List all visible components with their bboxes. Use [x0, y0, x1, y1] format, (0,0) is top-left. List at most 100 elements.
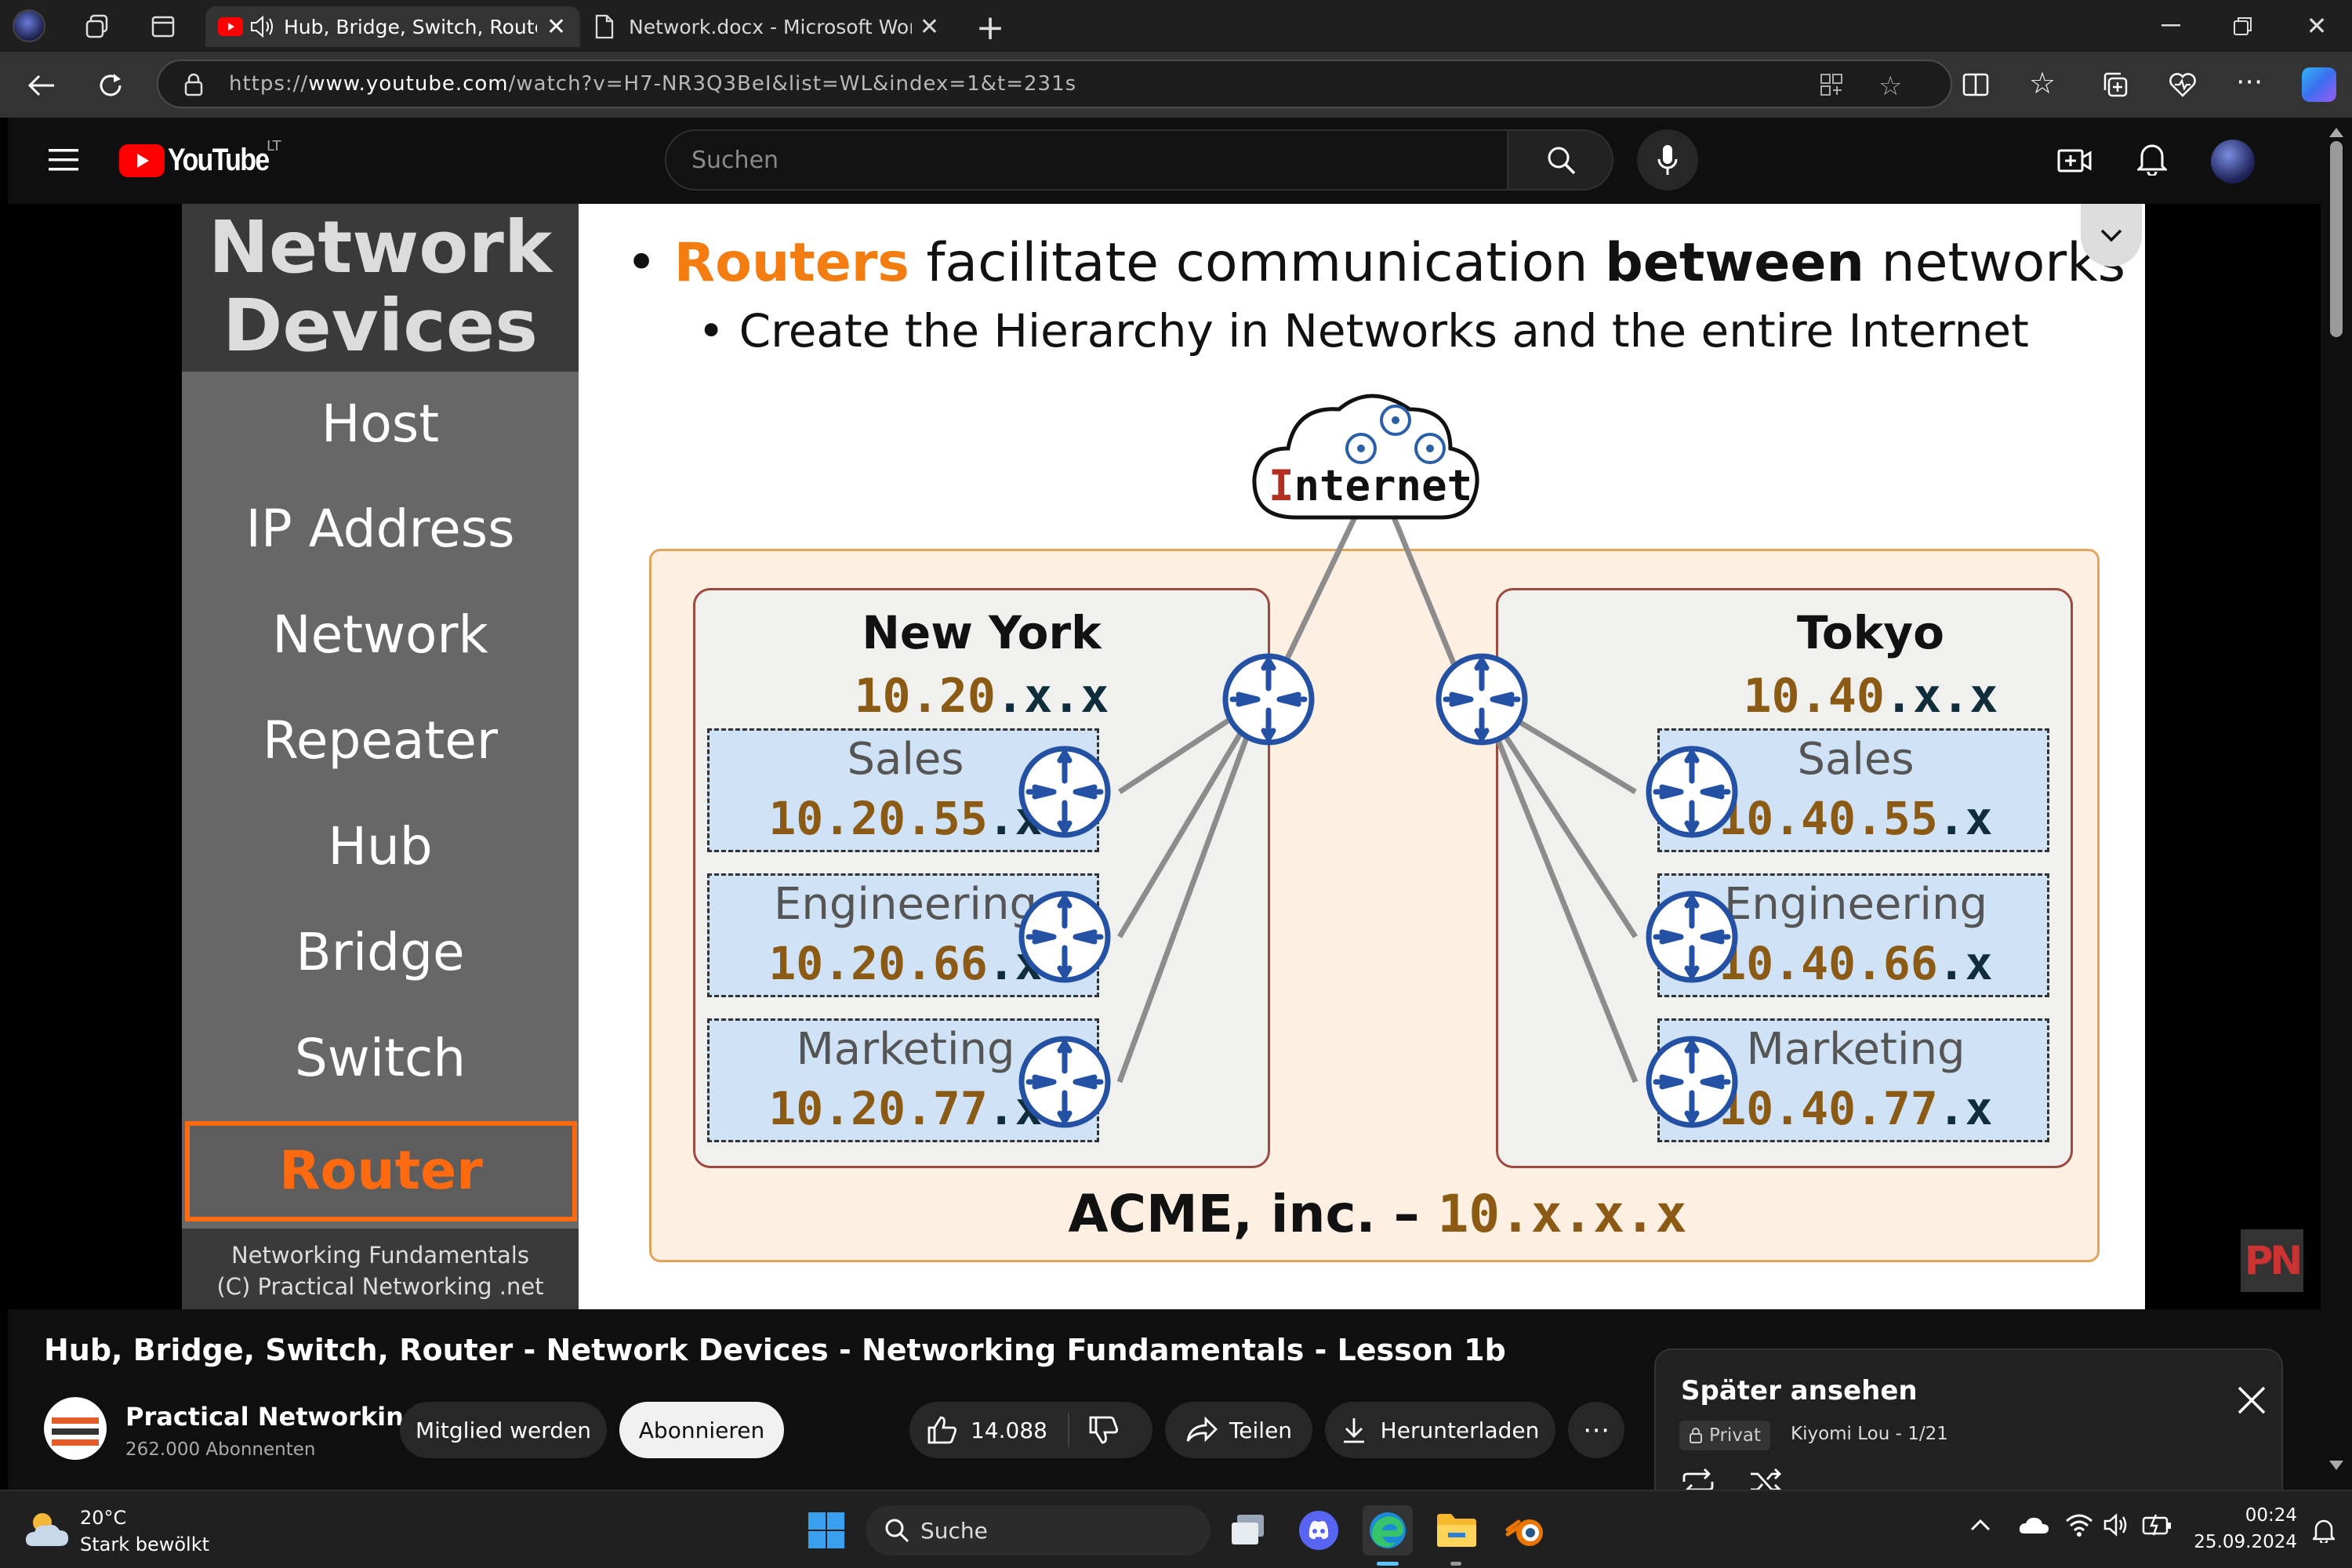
- like-divider: [1067, 1413, 1069, 1447]
- sidebar-item-network: Network: [272, 604, 488, 665]
- slide-content: • Routers facilitate communication betwe…: [579, 204, 2145, 1309]
- speaker-icon[interactable]: [249, 15, 276, 38]
- footer-line: Networking Fundamentals: [231, 1242, 529, 1269]
- region-code: LT: [267, 138, 281, 154]
- sidebar-item-hub: Hub: [328, 816, 433, 877]
- restore-icon[interactable]: [2208, 6, 2278, 45]
- voice-search-button[interactable]: [1637, 129, 1698, 191]
- subscriber-count: 262.000 Abonnenten: [125, 1439, 316, 1460]
- edge-browser-icon[interactable]: [1363, 1505, 1413, 1555]
- tab-word[interactable]: Network.docx - Microsoft Word C ✕: [583, 6, 952, 47]
- blender-icon[interactable]: [1501, 1505, 1551, 1555]
- dept-name: Marketing: [796, 1024, 1015, 1075]
- net-prefix: 10: [1437, 1184, 1501, 1244]
- clock[interactable]: 00:24 25.09.2024: [2187, 1502, 2297, 1555]
- battery-icon[interactable]: [2142, 1512, 2173, 1541]
- net-prefix: 10.20: [854, 669, 996, 724]
- start-button[interactable]: [801, 1505, 851, 1555]
- close-window-icon[interactable]: ✕: [2306, 11, 2328, 41]
- sidebar-item-ip-address: IP Address: [245, 499, 515, 559]
- split-screen-icon[interactable]: [1960, 69, 1991, 100]
- footer-line: (C) Practical Networking .net: [216, 1273, 544, 1300]
- share-button[interactable]: Teilen: [1165, 1402, 1312, 1458]
- profile-avatar[interactable]: [13, 9, 45, 42]
- shuffle-icon[interactable]: [1748, 1468, 1783, 1490]
- like-button[interactable]: 14.088: [909, 1415, 1047, 1445]
- router-icons: [1018, 653, 1738, 1128]
- discord-icon[interactable]: [1294, 1505, 1344, 1555]
- file-explorer-icon[interactable]: [1432, 1505, 1482, 1555]
- browser-essentials-icon[interactable]: [2167, 69, 2198, 100]
- address-field[interactable]: https://www.youtube.com/watch?v=H7-NR3Q3…: [157, 60, 1952, 108]
- clock-time: 00:24: [2245, 1505, 2297, 1526]
- net-suffix: .x: [1937, 792, 1993, 845]
- onedrive-icon[interactable]: [2018, 1515, 2049, 1538]
- notifications-bell-icon[interactable]: [2137, 141, 2167, 176]
- page-scrollbar[interactable]: [2321, 118, 2352, 1490]
- back-icon[interactable]: [24, 67, 60, 103]
- download-label: Herunterladen: [1380, 1417, 1540, 1443]
- close-playlist-icon[interactable]: [2236, 1385, 2267, 1416]
- menu-icon[interactable]: [49, 147, 78, 172]
- bullet-text: facilitate communication: [909, 232, 1606, 294]
- network-topology: [1018, 394, 1738, 1128]
- subscribe-button[interactable]: Abonnieren: [619, 1402, 784, 1458]
- net-suffix: .x: [1937, 1082, 1993, 1135]
- reload-icon[interactable]: [93, 67, 129, 103]
- loop-icon[interactable]: [1681, 1468, 1715, 1490]
- scrollbar-thumb[interactable]: [2330, 141, 2343, 337]
- lock-icon[interactable]: [183, 72, 204, 97]
- workspaces-icon[interactable]: [82, 11, 113, 42]
- search-button[interactable]: [1507, 129, 1613, 191]
- more-actions-button[interactable]: ⋯: [1568, 1402, 1624, 1458]
- collections-icon[interactable]: [2100, 69, 2131, 100]
- router-icon: [1018, 1036, 1111, 1128]
- slide-footer: Networking Fundamentals (C) Practical Ne…: [182, 1229, 579, 1309]
- more-menu-icon[interactable]: ⋯: [2236, 66, 2263, 97]
- weather-condition: Stark bewölkt: [80, 1534, 210, 1555]
- like-count: 14.088: [971, 1417, 1047, 1443]
- wifi-icon[interactable]: [2065, 1513, 2093, 1540]
- windows-taskbar: 20°C Stark bewölkt Suche 00:24 25.09.2: [0, 1490, 2352, 1568]
- sidebar-item-router-active: Router: [185, 1121, 577, 1221]
- channel-avatar[interactable]: [44, 1397, 107, 1460]
- thumbs-down-icon[interactable]: [1088, 1415, 1120, 1445]
- dept-network: 10.20.55.x: [710, 792, 1102, 845]
- watermark-text: PN: [2244, 1238, 2303, 1283]
- join-button[interactable]: Mitglied werden: [400, 1402, 607, 1458]
- favorites-icon[interactable]: ☆: [2029, 66, 2056, 100]
- channel-watermark[interactable]: PN: [2241, 1229, 2303, 1292]
- favorite-star-icon[interactable]: ☆: [1878, 71, 1904, 102]
- scroll-down-icon[interactable]: [2328, 1460, 2344, 1471]
- tab-youtube[interactable]: Hub, Bridge, Switch, Router ✕: [205, 6, 580, 47]
- new-tab-icon[interactable]: +: [975, 7, 1005, 48]
- channel-name[interactable]: Practical Networking: [125, 1402, 422, 1432]
- create-video-icon[interactable]: [2057, 144, 2092, 176]
- expand-description-button[interactable]: [2081, 204, 2142, 267]
- chevron-down-icon: [2100, 229, 2122, 242]
- notification-bell-icon[interactable]: [2310, 1518, 2337, 1546]
- task-view-icon[interactable]: [1223, 1505, 1273, 1555]
- close-tab-icon[interactable]: ✕: [546, 13, 566, 41]
- download-button[interactable]: Herunterladen: [1325, 1402, 1555, 1458]
- weather-widget[interactable]: 20°C Stark bewölkt: [24, 1504, 212, 1559]
- search-input[interactable]: Suchen: [665, 129, 1516, 191]
- router-icon: [1018, 746, 1111, 838]
- close-tab-icon[interactable]: ✕: [919, 13, 939, 41]
- vertical-tabs-icon[interactable]: [147, 11, 179, 42]
- youtube-logo-icon: [119, 143, 165, 177]
- links: [1116, 516, 1639, 1083]
- video-player[interactable]: Network Devices Host IP Address Network …: [8, 204, 2321, 1309]
- account-avatar[interactable]: [2211, 140, 2255, 183]
- site-name: Tokyo: [1797, 606, 1944, 659]
- show-hidden-icons[interactable]: [1969, 1518, 1991, 1535]
- minimize-icon[interactable]: [2136, 6, 2206, 45]
- copilot-icon[interactable]: [2302, 67, 2336, 102]
- scroll-up-icon[interactable]: [2328, 127, 2344, 138]
- taskbar-search[interactable]: Suche: [866, 1505, 1210, 1555]
- bullet-2: • Create the Hierarchy in Networks and t…: [698, 304, 2029, 358]
- youtube-logo[interactable]: YouTube: [119, 143, 286, 178]
- app-available-icon[interactable]: [1819, 72, 1844, 97]
- volume-icon[interactable]: [2103, 1513, 2129, 1540]
- more-dots-icon: ⋯: [1583, 1414, 1610, 1446]
